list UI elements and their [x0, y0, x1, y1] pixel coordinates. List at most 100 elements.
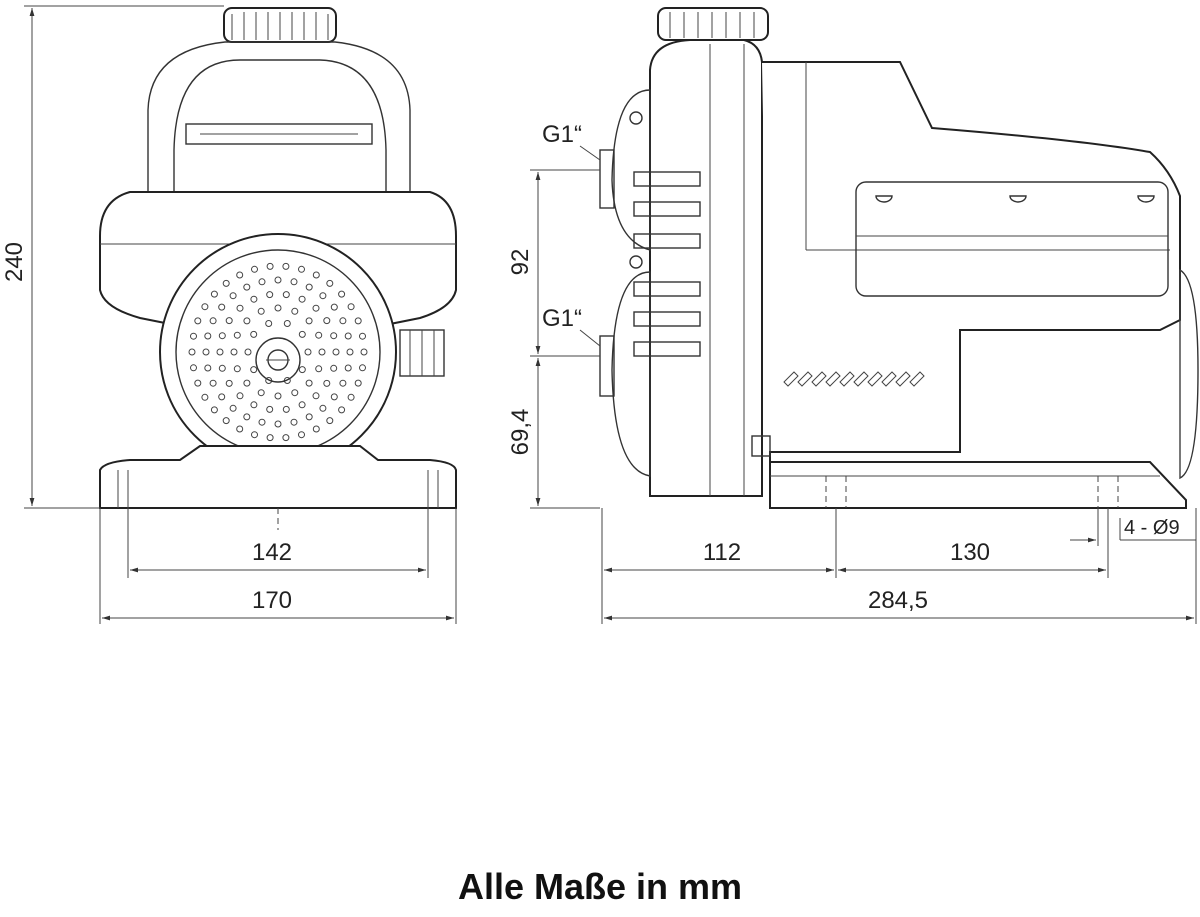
grille-hole: [290, 278, 298, 286]
side-pump-chamber: [649, 39, 763, 497]
grille-hole: [305, 379, 313, 387]
grille-hole: [305, 413, 313, 421]
grille-hole: [194, 317, 202, 325]
grille-hole: [354, 317, 362, 325]
grille-hole: [209, 317, 217, 325]
dim-port-height-69-4: 69,4: [507, 409, 534, 456]
grille-hole: [236, 392, 244, 400]
label-g1-bottom: G1“: [542, 305, 582, 332]
grille-hole: [209, 379, 217, 387]
grille-hole: [204, 332, 212, 340]
grille-hole: [315, 331, 323, 339]
grille-hole: [323, 317, 331, 325]
front-handle: [147, 41, 411, 192]
grille-hole: [236, 304, 244, 312]
dim-130: 130: [950, 539, 990, 566]
grille-hole: [222, 279, 230, 287]
grille-hole: [251, 265, 258, 273]
side-handle-bar: [855, 181, 1169, 297]
grille-hole: [257, 307, 265, 315]
grille-hole: [360, 348, 368, 356]
grille-hole: [354, 379, 362, 387]
grille-hole: [315, 365, 323, 373]
grille-hole: [210, 290, 218, 298]
grille-hole: [236, 271, 244, 279]
vent-slot: [909, 371, 925, 387]
grille-hole: [266, 434, 274, 442]
cooling-slots: [633, 171, 701, 357]
grille-hole: [291, 307, 299, 315]
grille-hole: [274, 276, 282, 284]
grille-hole: [347, 393, 355, 401]
dim-hole-spacing-142: 142: [252, 539, 292, 566]
grille-hole: [266, 291, 274, 299]
grille-hole: [298, 366, 306, 374]
grille-hole: [332, 348, 340, 356]
grille-hole: [250, 401, 258, 409]
grille-hole: [304, 348, 312, 356]
grille-hole: [201, 393, 209, 401]
grille-hole: [230, 348, 238, 356]
grille-hole: [218, 303, 226, 311]
grille-hole: [330, 332, 338, 340]
grille-hole: [330, 393, 338, 401]
grille-hole: [312, 392, 320, 400]
grille-hole: [339, 317, 347, 325]
units-caption: Alle Maße in mm: [457, 866, 743, 907]
side-view: [599, 7, 1199, 509]
grille-hole: [233, 331, 241, 339]
vent-slot: [783, 371, 799, 387]
grille-hole: [338, 406, 346, 414]
vent-slot: [797, 371, 813, 387]
grille-hole: [282, 262, 290, 270]
grille-hole: [250, 330, 258, 338]
vent-slot: [867, 371, 883, 387]
dim-total-length-284-5: 284,5: [868, 587, 928, 614]
grille-hole: [225, 317, 233, 325]
grille-hole: [282, 405, 290, 413]
grille-hole: [229, 404, 237, 412]
grille-hole: [319, 404, 327, 412]
grille-hole: [359, 364, 366, 372]
grille-hole: [326, 279, 334, 287]
grille-hole: [330, 303, 338, 311]
vent-slot: [881, 371, 897, 387]
grille-hole: [298, 295, 306, 303]
dim-width-170: 170: [252, 587, 292, 614]
grille-hole: [229, 292, 237, 300]
grille-hole: [323, 379, 331, 387]
grille-hole: [266, 405, 274, 413]
grille-hole: [298, 265, 305, 273]
vent-slot: [853, 371, 869, 387]
grille-hole: [201, 303, 209, 311]
grille-hole: [282, 434, 290, 442]
grille-hole: [330, 364, 338, 372]
vent-slot: [895, 371, 911, 387]
grille-hole: [210, 406, 218, 414]
grille-hole: [339, 379, 347, 387]
dim-port-spacing-92: 92: [507, 249, 534, 276]
grille-hole: [283, 320, 291, 327]
front-base: [99, 445, 457, 509]
grille-hole: [338, 290, 346, 298]
upper-port-g1: [599, 149, 615, 209]
dim-hole-4x-d9: 4 - Ø9: [1124, 517, 1180, 539]
vent-slot: [811, 371, 827, 387]
grille-hole: [305, 283, 313, 291]
grille-hole: [274, 304, 282, 312]
front-display-panel: [185, 123, 373, 145]
grille-hole: [190, 364, 197, 372]
grille-hole: [298, 330, 306, 338]
grille-hole: [250, 295, 258, 303]
grille-hole: [298, 401, 306, 409]
grille-hole: [218, 393, 226, 401]
grille-hole: [244, 348, 252, 356]
grille-hole: [326, 417, 334, 425]
grille-hole: [298, 431, 305, 439]
grille-hole: [250, 366, 258, 374]
side-cap: [657, 7, 769, 41]
grille-hole: [194, 379, 202, 387]
grille-hole: [318, 348, 326, 356]
grille-hole: [344, 332, 352, 340]
upper-port-disc: [611, 89, 651, 251]
